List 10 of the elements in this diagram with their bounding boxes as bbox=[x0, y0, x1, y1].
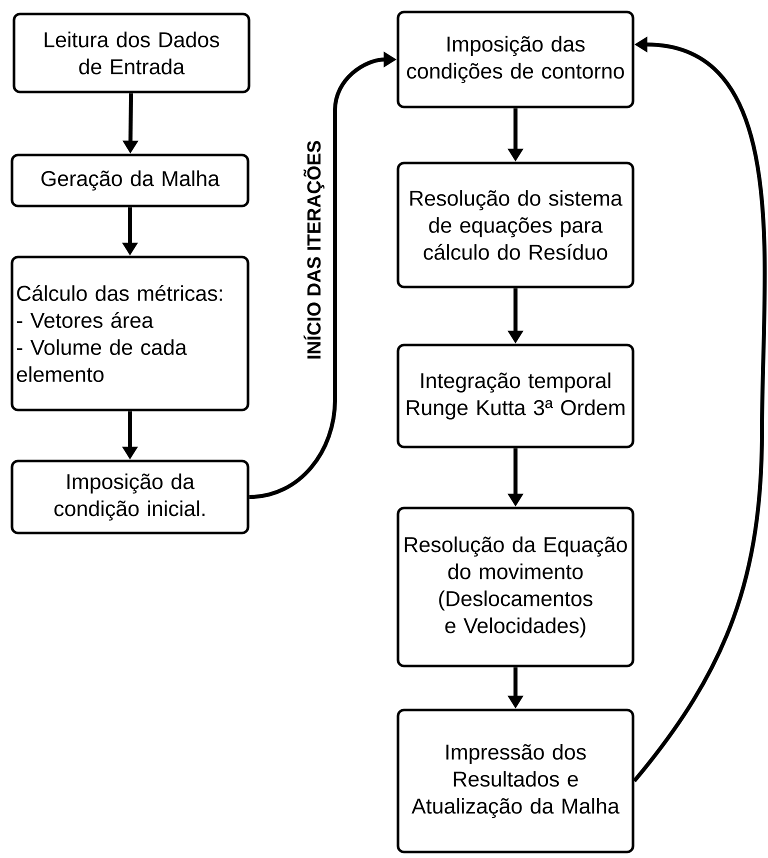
process-box: Imposição da condição inicial. bbox=[10, 460, 250, 534]
process-box: Geração da Malha bbox=[10, 154, 250, 208]
process-box: Integração temporal Runge Kutta 3ª Ordem bbox=[396, 344, 634, 448]
edge-label: INÍCIO DAS ITERAÇÕES bbox=[302, 139, 326, 361]
process-box: Imposição das condições de contorno bbox=[396, 10, 634, 108]
process-box: Cálculo das métricas: - Vetores área - Volume de cada elemento bbox=[10, 256, 250, 412]
process-box: Resolução do sistema de equações para cálculo do Resíduo bbox=[396, 162, 634, 288]
process-box: Leitura dos Dados de Entrada bbox=[12, 12, 250, 94]
process-box: Impressão dos Resultados e Atualização da Malha bbox=[396, 708, 634, 854]
process-box: Resolução da Equação do movimento (Deslocamentos e Velocidades) bbox=[396, 506, 634, 668]
